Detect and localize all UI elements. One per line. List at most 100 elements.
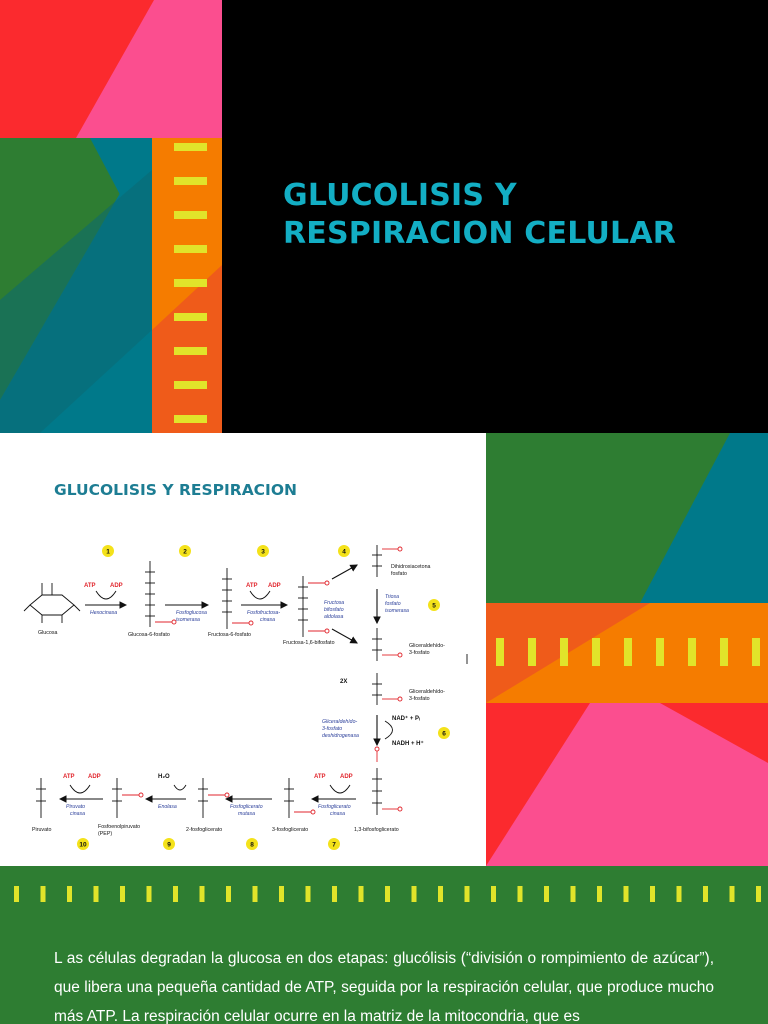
phosphate-group (382, 546, 403, 552)
fructosa-6-fosfato-label: Fructosa-6-fosfato (208, 632, 251, 638)
pgk-label: Fosfoglicerato (318, 804, 351, 810)
stripe-dash (385, 886, 390, 902)
pfk-label-2: cinasa (260, 617, 275, 623)
enolasa-label: Enolasa (158, 804, 177, 810)
cofactor-arcs (69, 590, 393, 794)
stripe-dash (597, 886, 602, 902)
phosphate-group (294, 809, 316, 815)
stripe-dash (623, 886, 629, 902)
pyruvate-chain (36, 778, 46, 818)
glucose-ring (23, 583, 81, 623)
atp-label: ATP (314, 774, 326, 780)
water-label: H₂O (158, 774, 170, 780)
step-badge-10: 10 (77, 838, 89, 850)
dhap-chain (372, 545, 382, 577)
stripe-dash (358, 886, 364, 902)
enzyme-labels: Hexocinasa Fosfoglucosa isomerasa Fosfof… (66, 594, 409, 817)
phosphate-group (382, 652, 403, 658)
step-badge-5: 5 (428, 599, 440, 611)
phosphate-groups (122, 546, 403, 815)
fructose-6-phosphate-chain (222, 568, 232, 629)
svg-text:4: 4 (342, 549, 346, 556)
dhap-label: Dihidroxiacetona (391, 564, 431, 570)
stripe-dash (252, 886, 258, 902)
nadh-label: NADH + H⁺ (392, 740, 424, 747)
fosfoglucosa-isomerasa-label: Fosfoglucosa (176, 610, 207, 616)
svg-text:6: 6 (442, 731, 446, 738)
dhap-label-2: fosfato (391, 571, 407, 577)
glucosa-label: Glucosa (38, 630, 57, 636)
pgk-label-2: cinasa (330, 811, 345, 817)
stripe-dash (332, 886, 337, 902)
stripe-dash (226, 886, 231, 902)
step-badges: 1 2 3 4 5 6 7 8 9 10 (77, 545, 450, 850)
tpi-label-2: fosfato (385, 601, 401, 607)
reaction-arrows (58, 564, 381, 803)
aldolasa-label-3: aldolasa (324, 614, 343, 620)
svg-text:10: 10 (79, 842, 87, 849)
piruvato-label: Piruvato (32, 827, 51, 833)
atp-label: ATP (84, 583, 96, 589)
pg3-chain (284, 778, 294, 818)
stripe-dash (305, 886, 311, 902)
two-x-label: 2X (340, 679, 347, 685)
molecule-structures (23, 545, 382, 818)
svg-text:5: 5 (432, 603, 436, 610)
stripe-dash (756, 886, 761, 902)
glycolysis-slide: GLUCOLISIS Y RESPIRACION 1 2 3 4 5 6 7 8… (0, 433, 768, 866)
nad-label: NAD⁺ + Pᵢ (392, 715, 420, 722)
step-badge-6: 6 (438, 727, 450, 739)
pg3-label: 3-fosfoglicerato (272, 827, 308, 833)
phosphate-group (232, 620, 254, 626)
adp-label: ADP (268, 583, 281, 589)
svg-text:1: 1 (106, 549, 110, 556)
stripe-dash (93, 886, 99, 902)
stripe-dash (120, 886, 125, 902)
slide-title-line-1: GLUCOLISIS Y (283, 178, 517, 213)
gapdh-label: Gliceraldehído- (322, 719, 357, 725)
bpg-label: 1,3-bifosfoglicerato (354, 827, 399, 833)
stripe-dash (146, 886, 152, 902)
tpi-label-3: isomerasa (385, 608, 409, 614)
adp-label: ADP (88, 774, 101, 780)
g3p-b-label-2: 3-fosfato (409, 696, 430, 702)
phosphate-group (382, 696, 403, 702)
phosphate-group (308, 580, 330, 586)
arrow-step-4-up (331, 564, 358, 580)
pk-label: Piruvato (66, 804, 85, 810)
svg-text:9: 9 (167, 842, 171, 849)
pfk-label: Fosfofructosa- (247, 610, 280, 616)
adp-label: ADP (110, 583, 123, 589)
pep-chain (112, 778, 122, 818)
tpi-label: Triosa (385, 594, 399, 600)
phosphate-group (208, 792, 230, 798)
pk-label-2: cinasa (70, 811, 85, 817)
step-badge-8: 8 (246, 838, 258, 850)
phosphate-group (155, 619, 177, 625)
diagram-panel: GLUCOLISIS Y RESPIRACION 1 2 3 4 5 6 7 8… (0, 433, 486, 866)
panel-heading: GLUCOLISIS Y RESPIRACION (54, 481, 297, 499)
phosphate-group (122, 792, 144, 798)
step-badge-7: 7 (328, 838, 340, 850)
stripe-dash (438, 886, 443, 902)
step-badge-3: 3 (257, 545, 269, 557)
stripe-dash (729, 886, 735, 902)
stripe-dash (14, 886, 19, 902)
stripe-dash (464, 886, 470, 902)
stripe-dash (650, 886, 655, 902)
pep-label: Fosfoenolpiruvato (98, 824, 140, 830)
fructosa-bifosfato-label: Fructosa-1,6-bifosfato (283, 640, 335, 646)
fosfoglucosa-isomerasa-label-2: isomerasa (176, 617, 200, 623)
glucosa-6-fosfato-label: Glucosa-6-fosfato (128, 632, 170, 638)
step-badge-1: 1 (102, 545, 114, 557)
g3p-b-chain (372, 673, 382, 705)
stripe-dash (676, 886, 682, 902)
svg-text:8: 8 (250, 842, 254, 849)
stripe-dash (279, 886, 284, 902)
pgm-label: Fosfoglicerato (230, 804, 263, 810)
g3p-b-label: Gliceraldehído- (409, 689, 445, 695)
stripe-dash (570, 886, 576, 902)
glycolysis-pathway-diagram: 1 2 3 4 5 6 7 8 9 10 (23, 545, 468, 850)
title-slide-background-art (0, 0, 222, 433)
text-slide: L as células degradan la glucosa en dos … (0, 866, 768, 1024)
